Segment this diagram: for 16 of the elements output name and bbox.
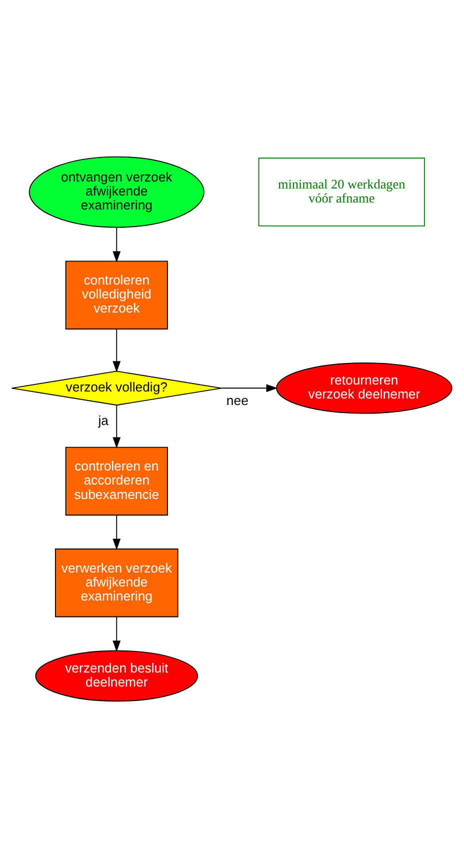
arrow bbox=[112, 616, 121, 652]
arrow bbox=[112, 514, 121, 550]
node-box: verwerken verzoek afwijkende examinering bbox=[54, 548, 178, 617]
edge-label: ja bbox=[98, 412, 108, 428]
node-ellipse: ontvangen verzoek afwijkende examinering bbox=[28, 156, 204, 228]
node-box: controleren volledigheid verzoek bbox=[65, 260, 168, 329]
arrow bbox=[112, 226, 121, 262]
edge-label: nee bbox=[226, 392, 248, 408]
node-diamond: verzoek volledig? bbox=[11, 370, 222, 406]
arrow bbox=[112, 404, 121, 448]
arrow bbox=[221, 384, 278, 392]
node-ellipse: verzenden besluit deelnemer bbox=[35, 650, 198, 702]
node-ellipse: retourneren verzoek deelnemer bbox=[276, 362, 452, 414]
node-box: controleren en accorderen subexamencie bbox=[65, 446, 168, 516]
arrow bbox=[112, 328, 121, 372]
node-box: minimaal 20 werkdagen vóór afname bbox=[258, 157, 425, 226]
